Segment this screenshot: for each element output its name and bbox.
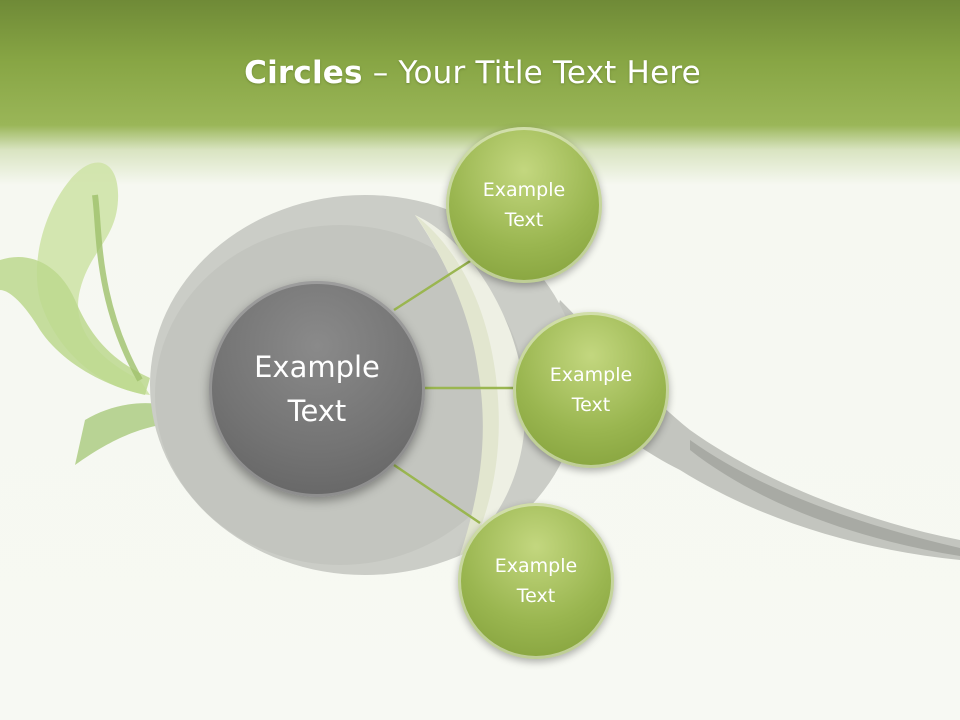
node-circle-top: Example Text xyxy=(446,127,602,283)
title-rest: Your Title Text Here xyxy=(398,55,701,91)
node-label: Example Text xyxy=(494,555,578,607)
slide-title: Circles – Your Title Text Here xyxy=(0,55,945,91)
title-separator: – xyxy=(362,55,399,91)
node-label: Example Text xyxy=(549,364,633,416)
title-bold: Circles xyxy=(244,55,363,91)
node-label: Example Text xyxy=(482,179,566,231)
node-circle-bottom: Example Text xyxy=(458,503,614,659)
center-circle: Example Text xyxy=(209,281,425,497)
node-circle-middle: Example Text xyxy=(513,312,669,468)
center-label: Example Text xyxy=(254,350,380,428)
